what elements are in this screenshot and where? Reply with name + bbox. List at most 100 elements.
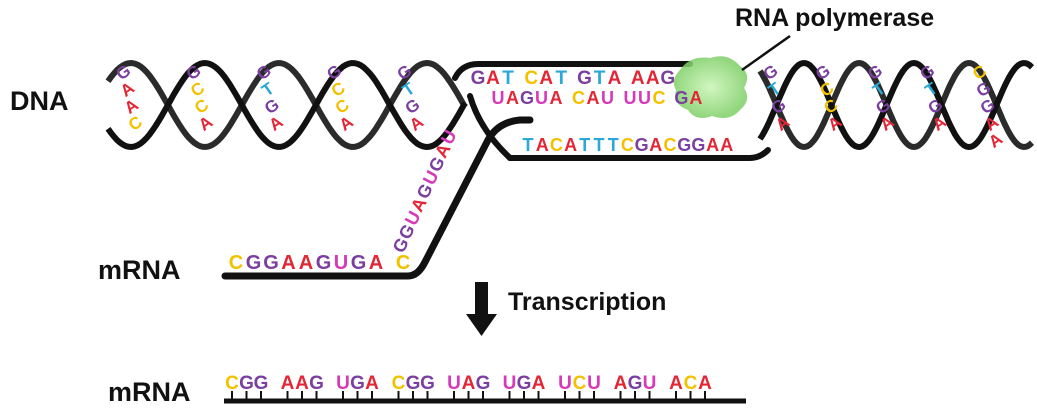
base-letter: T bbox=[608, 135, 619, 155]
helix-strand bbox=[757, 59, 1035, 151]
base-letter: T bbox=[594, 68, 606, 89]
base-letter: T bbox=[555, 68, 567, 89]
base-letter: A bbox=[564, 135, 577, 155]
codon-base: U bbox=[587, 373, 601, 394]
codon-base: A bbox=[281, 373, 295, 394]
codon-base: U bbox=[447, 373, 461, 394]
base-letter: A bbox=[265, 112, 286, 135]
codon-base: A bbox=[295, 373, 309, 394]
mrna-base-ticks bbox=[231, 391, 706, 401]
base-letter: A bbox=[689, 88, 702, 108]
base-letter: U bbox=[601, 88, 614, 108]
codon-base: G bbox=[350, 373, 365, 394]
polymerase-pointer bbox=[741, 34, 791, 72]
codon-base: A bbox=[698, 373, 712, 394]
base-letter: A bbox=[550, 88, 563, 108]
base-letter: U bbox=[535, 88, 548, 108]
dna-coding-strand bbox=[467, 93, 771, 161]
codon-base: C bbox=[684, 373, 698, 394]
base-letter: A bbox=[646, 68, 660, 89]
base-letter: A bbox=[649, 135, 662, 155]
rna-polymerase bbox=[673, 56, 748, 118]
base-letter: G bbox=[471, 68, 486, 89]
mrna-strand bbox=[221, 116, 534, 280]
base-letter: A bbox=[506, 88, 519, 108]
base-letter: A bbox=[720, 135, 733, 155]
base-letter: G bbox=[351, 252, 367, 274]
base-letter: C bbox=[652, 88, 665, 108]
base-letter: A bbox=[486, 68, 500, 89]
dna-template-strand bbox=[452, 61, 693, 81]
mrna-label-top: mRNA bbox=[98, 255, 181, 285]
base-letter: C bbox=[396, 252, 410, 274]
codon-base: G bbox=[239, 373, 254, 394]
base-letter: A bbox=[536, 135, 549, 155]
base-letter: G bbox=[316, 252, 332, 274]
base-letter: C bbox=[621, 135, 634, 155]
base-letter: C bbox=[125, 112, 146, 135]
helix-strand bbox=[757, 59, 1035, 151]
codon-base: A bbox=[669, 373, 683, 394]
base-letter: U bbox=[334, 252, 348, 274]
codon-base: A bbox=[532, 373, 546, 394]
codon-base: U bbox=[336, 373, 350, 394]
base-letter: G bbox=[677, 135, 691, 155]
base-letter: G bbox=[660, 68, 675, 89]
base-letter: T bbox=[594, 135, 605, 155]
codon-base: G bbox=[517, 373, 532, 394]
codon-base: A bbox=[614, 373, 628, 394]
base-letter: A bbox=[299, 252, 313, 274]
codon-base: U bbox=[503, 373, 517, 394]
codon-base: G bbox=[628, 373, 643, 394]
base-letter: A bbox=[369, 252, 383, 274]
codon-base: A bbox=[462, 373, 476, 394]
base-letter: U bbox=[623, 88, 636, 108]
codon-base: U bbox=[643, 373, 657, 394]
mrna-label-bottom: mRNA bbox=[108, 377, 191, 407]
base-letter: G bbox=[635, 135, 649, 155]
base-letter: A bbox=[706, 135, 719, 155]
base-letter: A bbox=[336, 112, 357, 135]
codon-base: G bbox=[254, 373, 269, 394]
base-letter: G bbox=[674, 88, 688, 108]
base-letter: U bbox=[492, 88, 505, 108]
base-letter: U bbox=[638, 88, 651, 108]
base-letter: A bbox=[281, 252, 295, 274]
base-letter: C bbox=[572, 88, 585, 108]
base-letter: G bbox=[520, 88, 534, 108]
codon-base: U bbox=[558, 373, 572, 394]
base-letter: A bbox=[586, 88, 599, 108]
base-letter: A bbox=[608, 68, 622, 89]
transcription-label: Transcription bbox=[508, 288, 667, 316]
base-letter: A bbox=[985, 129, 1006, 152]
codon-base: A bbox=[365, 373, 379, 394]
codon-base: G bbox=[309, 373, 324, 394]
helix-strand bbox=[105, 59, 468, 151]
base-letter: C bbox=[664, 135, 677, 155]
base-letter: T bbox=[579, 135, 590, 155]
codon-base: C bbox=[225, 373, 239, 394]
base-letter: T bbox=[502, 68, 514, 89]
base-letter: G bbox=[577, 68, 592, 89]
base-letter: C bbox=[229, 252, 243, 274]
dna-label: DNA bbox=[10, 86, 69, 116]
transcription-arrow bbox=[466, 282, 497, 336]
base-letter: A bbox=[539, 68, 553, 89]
base-letter: A bbox=[631, 68, 645, 89]
base-letter: C bbox=[524, 68, 538, 89]
base-letter: A bbox=[195, 112, 216, 135]
rna-polymerase-label: RNA polymerase bbox=[735, 4, 935, 32]
codon-base: C bbox=[573, 373, 587, 394]
base-letter: G bbox=[691, 135, 705, 155]
codon-base: G bbox=[476, 373, 491, 394]
codon-base: G bbox=[406, 373, 421, 394]
base-letter: T bbox=[523, 135, 534, 155]
codon-base: C bbox=[392, 373, 406, 394]
